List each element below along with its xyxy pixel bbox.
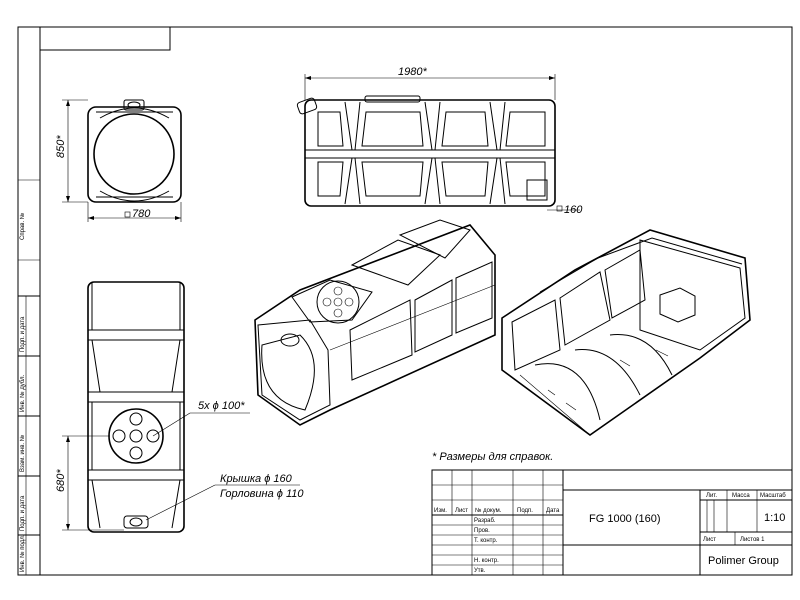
callout-leaders (145, 412, 300, 521)
sheets-label: Листов 1 (740, 537, 765, 543)
callout-lid: Крышка ϕ 160 (220, 473, 293, 485)
col-header-list: Лист (455, 508, 468, 514)
drawing-frame (17, 26, 793, 576)
dim-height: 850* (55, 135, 67, 158)
dim-width: 780 (132, 208, 151, 220)
company-name: Polimer Group (708, 555, 779, 567)
title-block-text: Изм. Лист № докум. Подп. Дата Разраб. Пр… (434, 493, 786, 574)
side-label-inv-podl: Инв. № подл. (19, 534, 26, 572)
role-nkontr: Н. контр. (474, 558, 499, 564)
designation: FG 1000 (160) (589, 513, 661, 525)
col-header-data: Дата (546, 508, 560, 514)
role-razrab: Разраб. (474, 518, 496, 524)
isometric-view-back (501, 229, 751, 436)
side-label-podp-1: Подп. и дата (20, 316, 26, 352)
top-view-tank (87, 281, 185, 533)
callout-neck: Горловина ϕ 110 (220, 488, 304, 500)
side-label-podp-2: Подп. и дата (20, 495, 26, 531)
side-view-dimensions: 1980* 160 (304, 66, 583, 216)
front-view-tank (87, 99, 182, 203)
reference-note: * Размеры для справок. (432, 451, 553, 463)
front-view-dimensions: 850* 780 (55, 99, 182, 222)
top-view-dimensions: 680* (55, 435, 124, 531)
dim-bottom: 680* (55, 469, 67, 492)
side-label-vzam: Взам. инв. № (19, 435, 26, 472)
side-label-inv-dubl: Инв. № дубл. (19, 375, 26, 412)
side-label-sprav: Справ. № (19, 213, 26, 240)
side-stamp-labels: Справ. № Подп. и дата Инв. № дубл. Взам.… (19, 213, 26, 572)
role-tkontr: Т. контр. (474, 538, 498, 544)
mass-label: Масса (732, 493, 750, 499)
lit-label: Лит. (706, 493, 717, 499)
role-prov: Пров. (474, 528, 490, 534)
scale-value: 1:10 (764, 512, 785, 524)
role-utv: Утв. (474, 568, 486, 574)
col-header-doc: № докум. (475, 507, 502, 514)
dim-outlet: 160 (564, 204, 583, 216)
title-block (431, 469, 793, 576)
sheet-label: Лист (703, 537, 716, 543)
col-header-izm: Изм. (434, 508, 447, 514)
dim-length: 1980* (398, 66, 427, 78)
callout-holes: 5х ϕ 100* (198, 400, 245, 412)
scale-label: Масштаб (760, 493, 786, 499)
col-header-podp: Подп. (517, 508, 533, 514)
side-view-tank (296, 95, 556, 207)
isometric-view-front (254, 219, 496, 426)
